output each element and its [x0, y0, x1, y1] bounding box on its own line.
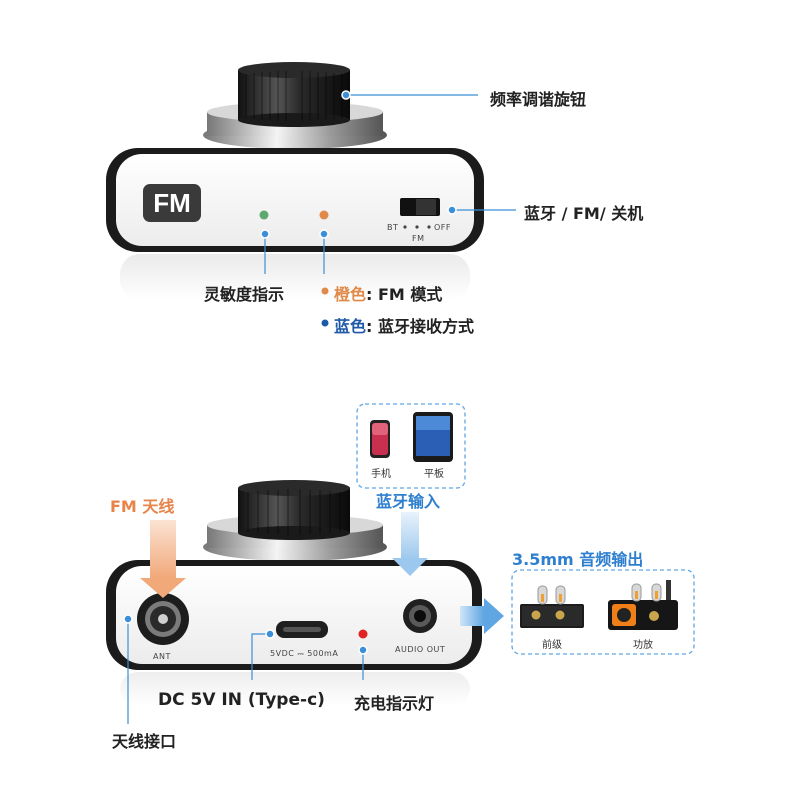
legend-blue-key: 蓝色 [334, 317, 367, 336]
charge-indicator-label: 充电指示灯 [354, 694, 435, 713]
phone-label: 手机 [371, 469, 391, 480]
top-device [106, 62, 484, 300]
sensitivity-led-green [259, 210, 269, 220]
legend-blue: 蓝色: 蓝牙接收方式 [334, 313, 474, 337]
audio-out-port-text: AUDIO OUT [395, 645, 446, 654]
charge-led [358, 629, 368, 639]
legend-orange-text: : FM 模式 [366, 285, 443, 304]
antenna-port-label: 天线接口 [112, 732, 177, 751]
bottom-leader-lines [123, 614, 368, 724]
amplifier-label: 功放 [633, 640, 653, 651]
switch-fm-text: FM [412, 234, 425, 243]
type-c-port[interactable] [276, 621, 328, 638]
mode-led-orange [319, 210, 329, 220]
preamp-image [520, 585, 584, 628]
tuning-knob [203, 62, 387, 149]
antenna-arrow [140, 520, 186, 598]
audio-out-title: 3.5mm 音频输出 [512, 550, 644, 569]
legend-blue-text: : 蓝牙接收方式 [366, 317, 474, 336]
audio-out-jack[interactable] [403, 599, 437, 633]
fm-antenna-title: FM 天线 [110, 497, 175, 516]
top-leader-lines [260, 90, 516, 274]
fm-badge [143, 184, 201, 222]
switch-off-text: OFF [434, 223, 451, 232]
dc-in-label: DC 5V IN (Type-c) [158, 690, 325, 710]
tuning-knob-rear [203, 480, 387, 561]
antenna-port[interactable] [137, 593, 189, 645]
bluetooth-arrow [392, 512, 428, 576]
amplifier-image [608, 580, 678, 630]
tablet-label: 平板 [424, 469, 444, 480]
fm-badge-text: FM [153, 188, 191, 218]
preamp-label: 前级 [542, 640, 562, 651]
knob-label: 频率调谐旋钮 [490, 90, 587, 109]
phone-image [370, 420, 390, 458]
switch-bt-text: BT [387, 223, 399, 232]
sensitivity-indicator-label: 灵敏度指示 [204, 285, 285, 304]
switch-label: 蓝牙 / FM/ 关机 [524, 204, 644, 223]
legend-orange: 橙色: FM 模式 [334, 281, 442, 305]
tablet-image [413, 412, 453, 462]
legend-orange-key: 橙色 [334, 285, 367, 304]
audio-out-arrow [460, 598, 504, 634]
power-spec-text: 5VDC ⎓ 500mA [270, 649, 339, 658]
bluetooth-input-title: 蓝牙输入 [376, 492, 441, 511]
ant-port-text: ANT [153, 652, 171, 661]
bottom-device [106, 480, 482, 706]
